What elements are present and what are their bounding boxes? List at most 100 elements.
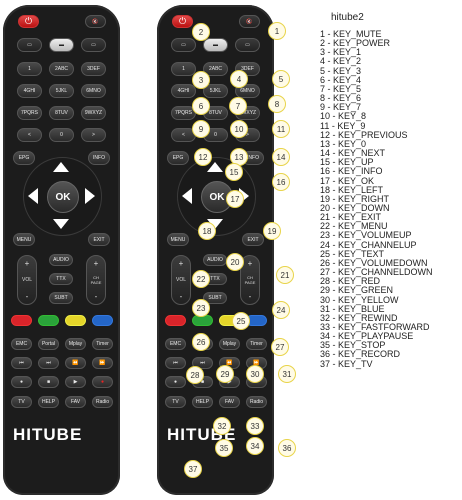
source-button-1[interactable]: ▭ <box>17 38 42 52</box>
num-key-3[interactable]: 3DEF <box>81 62 106 76</box>
up-arrow-icon[interactable] <box>207 162 223 172</box>
callout-36: 36 <box>278 439 296 457</box>
fav-button[interactable]: FAV <box>219 396 240 408</box>
callout-25: 25 <box>232 312 250 330</box>
callout-9: 9 <box>192 120 210 138</box>
volume-minus-label: - <box>26 292 29 301</box>
radio-button[interactable]: Radio <box>246 396 267 408</box>
emc-button[interactable]: EMC <box>11 338 32 350</box>
epg-button[interactable]: EPG <box>167 151 189 165</box>
audio-button[interactable]: AUDIO <box>203 254 227 266</box>
menu-button[interactable]: MENU <box>13 233 35 246</box>
power-button[interactable]: ⏻ <box>172 15 193 28</box>
stop-button[interactable]: ■ <box>38 376 59 388</box>
source-button-3[interactable]: ▭ <box>81 38 106 52</box>
num-key-9[interactable]: 9WXYZ <box>81 106 106 120</box>
callout-30: 30 <box>246 365 264 383</box>
num-key-1[interactable]: 1 <box>17 62 42 76</box>
num-key-4[interactable]: 4GHI <box>17 84 42 98</box>
callout-2: 2 <box>192 23 210 41</box>
mute-button[interactable]: 🔇 <box>85 15 106 28</box>
left-arrow-icon[interactable] <box>182 188 192 204</box>
tv-button[interactable]: TV <box>165 396 186 408</box>
source-button-2[interactable]: ▬ <box>49 38 74 52</box>
callout-4: 4 <box>230 70 248 88</box>
ttx-button[interactable]: TTX <box>49 273 73 285</box>
mplay-button[interactable]: Mplay <box>219 338 240 350</box>
callout-7: 7 <box>229 97 247 115</box>
up-arrow-icon[interactable] <box>53 162 69 172</box>
channel-minus-label: - <box>95 292 98 301</box>
right-arrow-icon[interactable] <box>85 188 95 204</box>
radio-button[interactable]: Radio <box>92 396 113 408</box>
tv-button[interactable]: TV <box>11 396 32 408</box>
callout-11: 11 <box>272 120 290 138</box>
info-button[interactable]: INFO <box>88 151 110 165</box>
red-button[interactable] <box>165 315 186 326</box>
callout-37: 37 <box>184 460 202 478</box>
callout-26: 26 <box>192 333 210 351</box>
num-key-0[interactable]: 0 <box>49 128 74 142</box>
subt-button[interactable]: SUBT <box>49 292 73 304</box>
num-key-1[interactable]: 1 <box>171 62 196 76</box>
skip-back-button[interactable]: ⏮ <box>165 357 186 369</box>
exit-button[interactable]: EXIT <box>242 233 264 246</box>
fav-button[interactable]: FAV <box>65 396 86 408</box>
timer-button[interactable]: Timer <box>246 338 267 350</box>
mplay-button[interactable]: Mplay <box>65 338 86 350</box>
volume-label: VOL <box>176 277 186 283</box>
media-dot-button[interactable]: ● <box>11 376 32 388</box>
menu-button[interactable]: MENU <box>167 233 189 246</box>
skip-back-button[interactable]: ⏮ <box>11 357 32 369</box>
left-arrow-icon[interactable] <box>28 188 38 204</box>
brand-logo: HITUBE <box>13 425 82 445</box>
portal-button[interactable]: Portal <box>38 338 59 350</box>
channel-rocker[interactable]: + CH PAGE - <box>86 255 106 305</box>
num-key-2[interactable]: 2ABC <box>49 62 74 76</box>
exit-button[interactable]: EXIT <box>88 233 110 246</box>
source-button-1[interactable]: ▭ <box>171 38 196 52</box>
callout-17: 17 <box>226 190 244 208</box>
num-key-7[interactable]: 7PQRS <box>17 106 42 120</box>
source-button-2[interactable]: ▬ <box>203 38 228 52</box>
fastforward-button[interactable]: ⏩ <box>92 357 113 369</box>
callout-16: 16 <box>272 173 290 191</box>
num-key-5[interactable]: 5JKL <box>49 84 74 98</box>
blue-button[interactable] <box>92 315 113 326</box>
timer-button[interactable]: Timer <box>92 338 113 350</box>
volume-minus-label: - <box>180 292 183 301</box>
epg-button[interactable]: EPG <box>13 151 35 165</box>
key-legend: 1 - KEY_MUTE 2 - KEY_POWER 3 - KEY_1 4 -… <box>320 30 433 369</box>
help-button[interactable]: HELP <box>38 396 59 408</box>
record-button[interactable]: ● <box>92 376 113 388</box>
rewind-button[interactable]: ⏪ <box>65 357 86 369</box>
channel-minus-label: - <box>249 292 252 301</box>
callout-1: 1 <box>268 22 286 40</box>
down-arrow-icon[interactable] <box>53 219 69 229</box>
next-button[interactable]: > <box>81 128 106 142</box>
source-button-3[interactable]: ▭ <box>235 38 260 52</box>
yellow-button[interactable] <box>65 315 86 326</box>
volume-rocker[interactable]: + VOL - <box>171 255 191 305</box>
num-key-6[interactable]: 6MNO <box>81 84 106 98</box>
skip-forward-button[interactable]: ⏭ <box>38 357 59 369</box>
callout-15: 15 <box>225 163 243 181</box>
callout-10: 10 <box>230 120 248 138</box>
ok-button[interactable]: OK <box>47 181 79 213</box>
volume-rocker[interactable]: + VOL - <box>17 255 37 305</box>
play-button[interactable]: ▶ <box>65 376 86 388</box>
audio-button[interactable]: AUDIO <box>49 254 73 266</box>
emc-button[interactable]: EMC <box>165 338 186 350</box>
mute-button[interactable]: 🔇 <box>239 15 260 28</box>
previous-button[interactable]: < <box>17 128 42 142</box>
red-button[interactable] <box>11 315 32 326</box>
callout-32: 32 <box>213 417 231 435</box>
power-button[interactable]: ⏻ <box>18 15 39 28</box>
green-button[interactable] <box>38 315 59 326</box>
help-button[interactable]: HELP <box>192 396 213 408</box>
num-key-4[interactable]: 4GHI <box>171 84 196 98</box>
callout-24: 24 <box>272 301 290 319</box>
callout-5: 5 <box>272 70 290 88</box>
media-dot-button[interactable]: ● <box>165 376 186 388</box>
num-key-8[interactable]: 8TUV <box>49 106 74 120</box>
